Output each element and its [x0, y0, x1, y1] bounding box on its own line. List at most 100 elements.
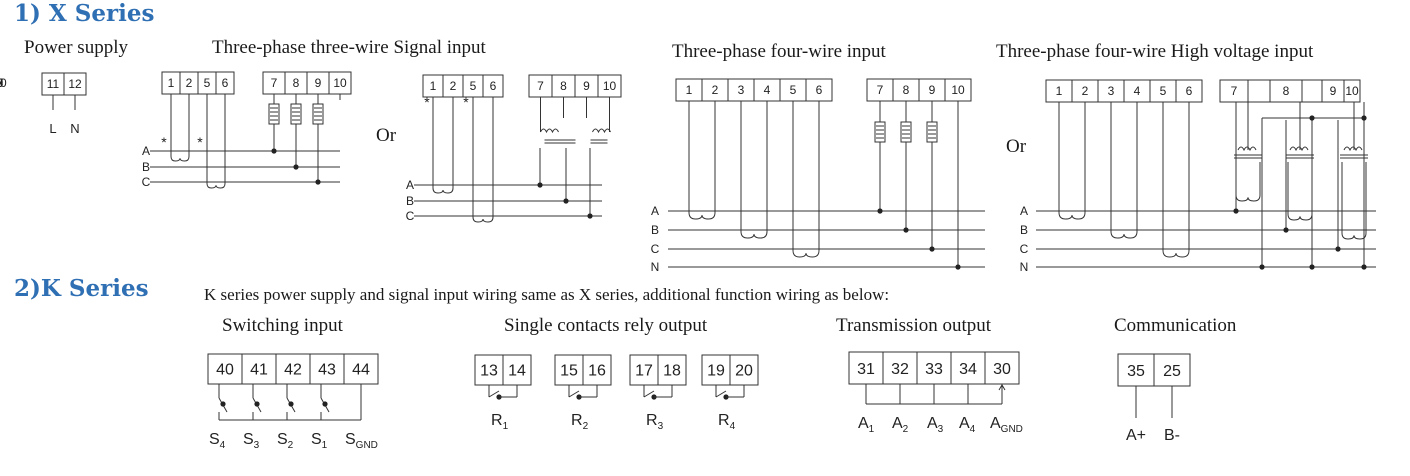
terminal-3p3w-a-right-label: 7 [271, 76, 278, 90]
terminal-3p3w-a-label: 1 [168, 76, 175, 90]
terminal-3p3w-b-label: 5 [470, 79, 477, 93]
junction-dot [1309, 115, 1315, 121]
transformer-coil [592, 128, 611, 134]
x-series-title: 1) X Series [14, 0, 155, 27]
phase-label-3p3w-a: B [142, 160, 150, 174]
heading-relay-output: Single contacts rely output [504, 315, 708, 336]
ct-loop-a [1058, 102, 1086, 220]
relay-terminal-label: 15 [560, 362, 578, 379]
terminal-3p3w-b-right-label: 10 [603, 79, 617, 93]
phase-label-3p3w-b: C [406, 209, 415, 223]
relay-contact [643, 390, 655, 398]
terminal-3p3w-b-label: 2 [450, 79, 457, 93]
relay-terminal-cell [657, 354, 687, 386]
terminal-3p4w-label: 3 [738, 83, 745, 97]
polarity-marker: * [424, 94, 430, 110]
relay-terminal-label: 19 [707, 362, 725, 379]
transmission-terminal-label: 34 [959, 361, 977, 378]
terminal-3p3w-b-label: 1 [430, 79, 437, 93]
switch-dot [288, 401, 294, 407]
switching-terminal-label: 40 [216, 361, 234, 378]
heading-three-phase-three-wire: Three-phase three-wire Signal input [212, 37, 486, 58]
transmission-label: A1 [858, 415, 875, 435]
polarity-marker: * [463, 94, 469, 110]
terminal-3p3w-a-label: 10 [0, 76, 7, 90]
terminal-3p4w-hv-label: 5 [1160, 84, 1167, 98]
heading-three-phase-four-wire-hv: Three-phase four-wire High voltage input [996, 41, 1314, 62]
switching-terminal-label: 44 [352, 361, 370, 378]
relay-terminal-label: 18 [663, 362, 681, 379]
terminal-3p4w-right-label: 9 [929, 83, 936, 97]
phase-label-3p4w: N [651, 260, 660, 274]
ct-loop-a [688, 101, 716, 220]
terminal-3p4w-label: 2 [712, 83, 719, 97]
power-label-l: L [49, 121, 56, 136]
terminal-3p3w-b-right-label: 9 [583, 79, 590, 93]
phase-label-3p4w: B [651, 223, 659, 237]
switching-terminal-label: 41 [250, 361, 268, 378]
phase-label-3p4w-hv: A [1020, 204, 1028, 218]
ct-loop-b [1110, 102, 1138, 239]
switching-label: S3 [243, 431, 260, 451]
power-terminal-label: 12 [68, 77, 82, 91]
heading-switching-input: Switching input [222, 315, 343, 336]
fuse-icon [268, 103, 280, 125]
relay-terminal-label: 13 [480, 362, 498, 379]
terminal-3p4w-right-label: 10 [951, 83, 965, 97]
terminal-3p4w-hv-right-label: 9 [1330, 84, 1337, 98]
transmission-terminal-label: 33 [925, 361, 943, 378]
polarity-marker: * [197, 134, 203, 150]
or-label-2: Or [1006, 136, 1027, 157]
relay-terminal-cell [729, 354, 759, 386]
pt-secondary [1341, 162, 1367, 240]
terminal-3p4w-right-label: 7 [877, 83, 884, 97]
terminal-3p4w-label: 6 [816, 83, 823, 97]
relay-terminal-label: 16 [588, 362, 606, 379]
phase-label-3p3w-b: A [406, 178, 414, 192]
relay-terminal-label: 20 [735, 362, 753, 379]
junction-dot [1361, 264, 1367, 270]
switching-terminal-cell [241, 353, 277, 385]
terminal-3p4w-label: 4 [764, 83, 771, 97]
junction-dot [1361, 115, 1367, 121]
phase-label-3p4w: C [651, 242, 660, 256]
junction-dot [271, 148, 277, 154]
relay-terminal-cell [582, 354, 612, 386]
phase-label-3p4w-hv: N [1020, 260, 1029, 274]
communication-label-b: B- [1164, 427, 1180, 444]
terminal-3p4w-hv-right-label: 7 [1231, 84, 1238, 98]
heading-power-supply: Power supply [24, 37, 128, 58]
terminal-3p4w-label: 5 [790, 83, 797, 97]
junction-dot [903, 227, 909, 233]
phase-label-3p3w-a: A [142, 144, 150, 158]
transmission-label: AGND [990, 415, 1023, 435]
power-terminal-label: 11 [47, 77, 60, 91]
relay-terminal-label: 17 [635, 362, 653, 379]
terminal-3p4w-hv-right-cell [1343, 79, 1361, 103]
communication-terminal-cell [1153, 353, 1191, 387]
k-series-note: K series power supply and signal input w… [204, 285, 890, 304]
phase-label-3p4w-hv: C [1020, 242, 1029, 256]
switching-terminal-label: 42 [284, 361, 302, 378]
switching-label: S4 [209, 431, 226, 451]
junction-dot [1283, 227, 1289, 233]
communication-terminal-cell [1117, 353, 1155, 387]
terminal-3p4w-hv-label: 1 [1056, 84, 1063, 98]
relay-terminal-label: 14 [508, 362, 526, 379]
terminal-3p3w-a-label: 6 [222, 76, 229, 90]
terminal-3p3w-a-right-label: 8 [293, 76, 300, 90]
terminal-3p3w-b-right-label: 8 [560, 79, 567, 93]
relay-contact [488, 390, 500, 398]
heading-transmission-output: Transmission output [836, 315, 992, 336]
junction-dot [537, 182, 543, 188]
transmission-label: A3 [927, 415, 944, 435]
terminal-3p3w-a-label: 5 [204, 76, 211, 90]
power-label-n: N [70, 121, 79, 136]
relay-label: R3 [646, 412, 664, 432]
junction-dot [929, 246, 935, 252]
pt-secondary [1235, 162, 1261, 202]
communication-terminal-label: 25 [1163, 363, 1181, 380]
terminal-3p3w-a-label: 7 [0, 76, 4, 90]
switching-terminal-cell [343, 353, 379, 385]
terminal-3p4w-hv-right-label: 8 [1283, 84, 1290, 98]
